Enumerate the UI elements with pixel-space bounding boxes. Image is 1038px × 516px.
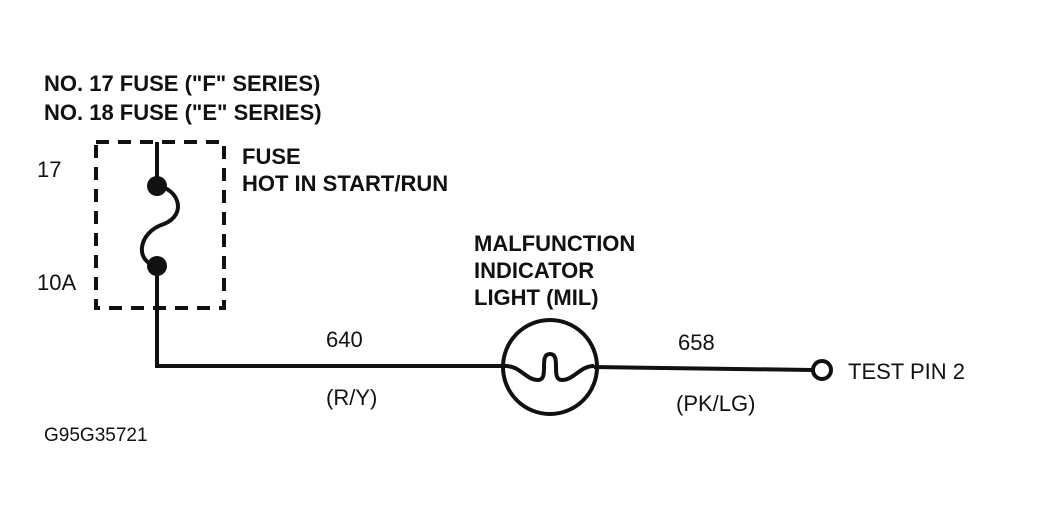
fuse-subtitle: HOT IN START/RUN	[242, 171, 449, 196]
figure-id: G95G35721	[44, 425, 148, 446]
wire-640	[155, 266, 506, 368]
fuse-rating: 10A	[37, 270, 77, 295]
fuse-box-outline	[94, 140, 226, 310]
fuse-series-line2: NO. 18 FUSE ("E" SERIES)	[44, 100, 322, 125]
wire-658-circuit: 658	[678, 330, 715, 355]
test-pin-terminal	[811, 359, 833, 381]
mil-label-line3: LIGHT (MIL)	[474, 285, 599, 310]
mil-filament	[505, 351, 595, 383]
fuse-series-line1: NO. 17 FUSE ("F" SERIES)	[44, 71, 321, 96]
fuse-title: FUSE	[242, 144, 301, 169]
mil-label-line2: INDICATOR	[474, 258, 595, 283]
wire-658-color: (PK/LG)	[676, 391, 756, 416]
mil-label-line1: MALFUNCTION	[474, 231, 636, 256]
fuse-element	[139, 184, 180, 268]
wire-658	[593, 365, 813, 372]
wire-640-color: (R/Y)	[326, 385, 378, 410]
fuse-number: 17	[37, 157, 62, 182]
wire-640-circuit: 640	[326, 327, 363, 352]
test-pin-label: TEST PIN 2	[848, 359, 965, 384]
